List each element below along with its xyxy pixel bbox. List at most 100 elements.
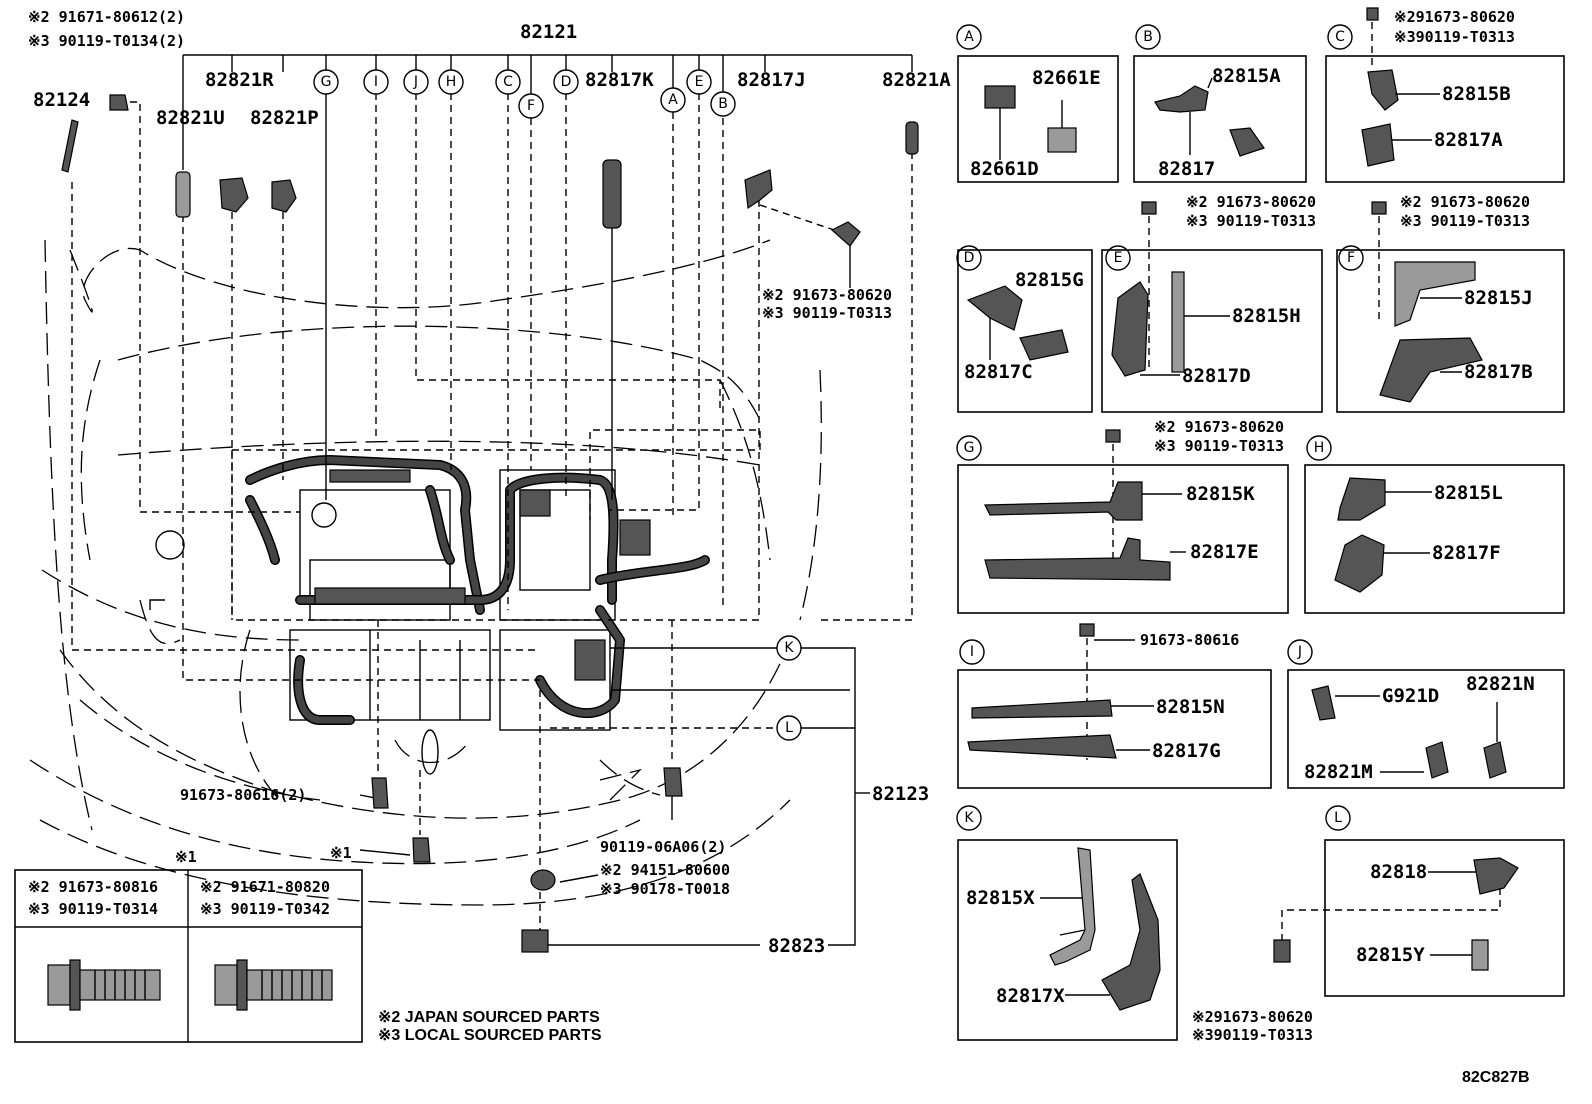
svg-text:82815A: 82815A — [1212, 65, 1281, 87]
svg-text:※3 90119-T0313: ※3 90119-T0313 — [1154, 437, 1284, 455]
svg-text:82815N: 82815N — [1156, 696, 1225, 718]
callout-A — [660, 87, 686, 113]
callout-I — [363, 69, 389, 95]
leader-lines — [71, 54, 913, 946]
svg-text:82817: 82817 — [1158, 158, 1215, 180]
svg-text:91673-80616: 91673-80616 — [1140, 631, 1239, 649]
svg-text:A: A — [668, 92, 678, 108]
svg-text:D: D — [561, 74, 572, 90]
svg-text:82815L: 82815L — [1434, 482, 1503, 504]
label-82821A: 82821A — [882, 69, 951, 91]
svg-text:※390119-T0313: ※390119-T0313 — [1192, 1026, 1313, 1044]
legend-title: ※1 — [175, 848, 197, 866]
callout-D — [553, 69, 579, 95]
callout-E — [686, 69, 712, 95]
svg-text:E: E — [1114, 250, 1123, 266]
svg-text:82661E: 82661E — [1032, 67, 1101, 89]
footnote-local: ※3 LOCAL SOURCED PARTS — [378, 1027, 602, 1044]
detail-panel-B: B 82815A 82817 — [1133, 24, 1307, 183]
svg-text:F: F — [1347, 250, 1355, 266]
bolt-icon — [371, 777, 389, 809]
legend-col1-line1: ※2 91673-80816 — [28, 878, 158, 896]
note-top-left-1: ※2 91671-80612(2) — [28, 8, 185, 26]
harness-clip-82124 — [61, 119, 79, 173]
svg-text:82815H: 82815H — [1232, 305, 1301, 327]
bolt-icon — [1273, 939, 1291, 963]
flange-bolt-short-icon — [47, 959, 161, 1011]
detail-panel-F: F ※2 91673-80620 ※3 90119-T0313 82815J 8… — [1336, 193, 1565, 413]
svg-text:82815K: 82815K — [1186, 483, 1255, 505]
callout-K — [776, 635, 802, 661]
bolt-icon — [663, 767, 683, 797]
svg-text:※291673-80620: ※291673-80620 — [1192, 1008, 1313, 1026]
engine-harness-assembly — [245, 455, 710, 731]
label-82817K: 82817K — [585, 69, 654, 91]
svg-text:82815J: 82815J — [1464, 287, 1533, 309]
legend-table: ※1 ※2 91673-80816 ※3 90119-T0314 ※2 9167… — [14, 848, 363, 1043]
svg-text:J: J — [413, 74, 418, 90]
label-82821R: 82821R — [205, 69, 274, 91]
svg-text:D: D — [964, 250, 975, 266]
bolt-icon — [109, 94, 129, 111]
svg-text:82815Y: 82815Y — [1356, 944, 1425, 966]
svg-text:I: I — [374, 74, 378, 90]
callout-H — [438, 69, 464, 95]
legend-col2-line2: ※3 90119-T0342 — [200, 900, 330, 918]
label-star1: ※1 — [330, 844, 352, 862]
label-82123: 82123 — [872, 783, 929, 805]
label-bolt-91673: 91673-80616(2) — [180, 786, 306, 804]
bolt-icon — [412, 837, 431, 863]
svg-text:※2 91673-80620: ※2 91673-80620 — [1186, 193, 1316, 211]
callout-F — [518, 93, 544, 119]
legend-col1-line2: ※3 90119-T0314 — [28, 900, 158, 918]
label-82124: 82124 — [33, 89, 90, 111]
protector-82817K — [602, 159, 622, 229]
footnote-japan: ※2 JAPAN SOURCED PARTS — [378, 1009, 600, 1026]
svg-text:82817B: 82817B — [1464, 361, 1533, 383]
bolt-icon — [830, 221, 861, 247]
svg-text:82817C: 82817C — [964, 361, 1033, 383]
svg-text:82661D: 82661D — [970, 158, 1039, 180]
bolt-icon — [1105, 429, 1121, 443]
protector-82821U — [175, 171, 191, 218]
svg-text:※3 90119-T0313: ※3 90119-T0313 — [1186, 212, 1316, 230]
detail-panel-E: E ※2 91673-80620 ※3 90119-T0313 82815H 8… — [1101, 193, 1323, 413]
detail-panel-D: D 82815G 82817C — [956, 245, 1093, 413]
note-top-left-2: ※3 90119-T0134(2) — [28, 32, 185, 50]
svg-text:L: L — [1334, 810, 1342, 826]
note-j-bolt-2: ※3 90119-T0313 — [762, 304, 892, 322]
label-82821U: 82821U — [156, 107, 225, 129]
svg-text:82817G: 82817G — [1152, 740, 1221, 762]
nut-icon — [530, 869, 556, 891]
svg-text:82817F: 82817F — [1432, 542, 1501, 564]
figure-code: 82C827B — [1462, 1069, 1530, 1086]
svg-text:G: G — [321, 74, 332, 90]
callout-L — [776, 715, 802, 741]
svg-text:F: F — [527, 98, 535, 114]
legend-col2-line1: ※2 91671-80820 — [200, 878, 330, 896]
svg-text:※2 91673-80620: ※2 91673-80620 — [1154, 418, 1284, 436]
svg-text:※2 91673-80620: ※2 91673-80620 — [1400, 193, 1530, 211]
main-callouts: G I J H C F D A E B K L — [313, 69, 802, 741]
detail-panel-L: L 82818 82815Y ※291673-80620 ※390119-T03… — [1192, 805, 1565, 1044]
svg-text:G: G — [964, 440, 975, 456]
callout-J — [403, 69, 429, 95]
svg-text:82821N: 82821N — [1466, 673, 1535, 695]
bolt-icon — [1141, 201, 1157, 215]
note-nut-1: ※2 94151-80600 — [600, 861, 730, 879]
svg-text:※390119-T0313: ※390119-T0313 — [1394, 28, 1515, 46]
label-82817J: 82817J — [737, 69, 806, 91]
connector-82821R — [219, 177, 249, 213]
svg-text:※3 90119-T0313: ※3 90119-T0313 — [1400, 212, 1530, 230]
svg-text:※291673-80620: ※291673-80620 — [1394, 8, 1515, 26]
grommet-82821A — [905, 121, 919, 155]
svg-text:J: J — [1297, 644, 1302, 660]
callout-B — [710, 91, 736, 117]
svg-text:G921D: G921D — [1382, 685, 1439, 707]
svg-text:82815G: 82815G — [1015, 269, 1084, 291]
flange-bolt-long-icon — [214, 959, 333, 1011]
svg-text:B: B — [718, 96, 728, 112]
detail-panel-I: I 91673-80616 82815N 82817G — [957, 623, 1272, 789]
